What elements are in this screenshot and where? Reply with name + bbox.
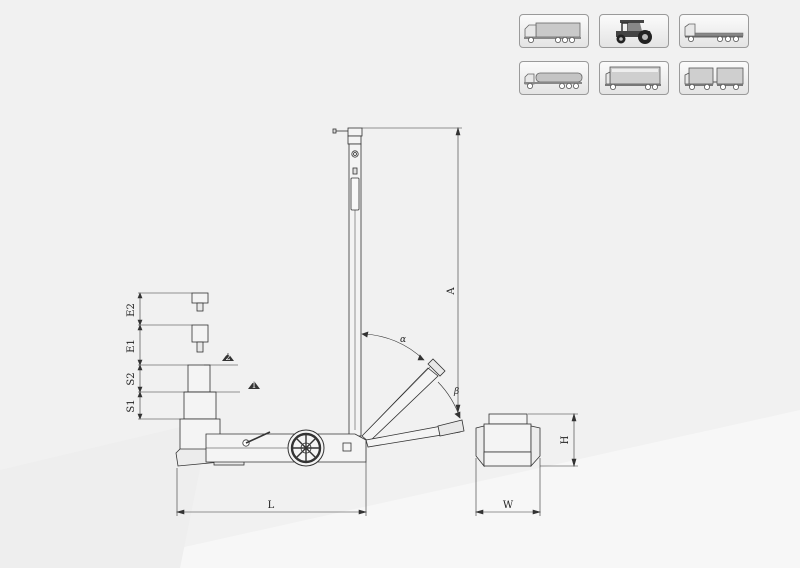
angle-label-beta: β [453, 387, 459, 397]
truck-trailer-icon [684, 67, 744, 90]
flatbed-truck-icon [684, 23, 744, 42]
tractor-icon [616, 20, 652, 44]
vehicle-button-flatbed-truck[interactable] [679, 14, 749, 48]
angle-arcs [361, 331, 461, 419]
vehicle-button-box-truck[interactable] [599, 61, 669, 95]
dimension-a [362, 126, 462, 414]
covered-truck-icon [524, 22, 581, 43]
jack-handle-inclined [361, 358, 465, 448]
dimension-label-a: A [446, 287, 457, 296]
angle-label-alpha: α [400, 335, 406, 345]
dimension-label-s2: S2 [126, 372, 137, 385]
stage-marker-1-label: 1 [251, 381, 256, 390]
jack-lifting-rams [179, 292, 221, 454]
dimension-w [474, 458, 542, 516]
jack-handle [332, 127, 363, 437]
dimension-label-l: L [268, 500, 275, 511]
vehicle-button-covered-truck[interactable] [519, 14, 589, 48]
box-truck-icon [605, 66, 661, 90]
vehicle-type-selector [519, 14, 751, 96]
stage-marker-2-label: 2 [225, 353, 230, 362]
dimension-label-h: H [560, 435, 571, 444]
dimension-label-w: W [503, 500, 514, 511]
dimension-label-e2: E2 [126, 303, 137, 317]
dimension-label-e1: E1 [126, 339, 137, 353]
vehicle-button-tractor[interactable] [599, 14, 669, 48]
stage-marker-2: 2 [222, 353, 234, 362]
jack-chassis [175, 429, 367, 467]
dimension-h [528, 412, 578, 468]
vehicle-button-tanker-truck[interactable] [519, 61, 589, 95]
dimension-stack [137, 292, 240, 420]
tanker-truck-icon [524, 72, 583, 89]
jack-side-view [475, 413, 541, 468]
stage-marker-1: 1 [248, 381, 260, 390]
dimension-label-s1: S1 [126, 399, 137, 412]
vehicle-button-truck-trailer[interactable] [679, 61, 749, 95]
dimension-l [175, 462, 368, 516]
